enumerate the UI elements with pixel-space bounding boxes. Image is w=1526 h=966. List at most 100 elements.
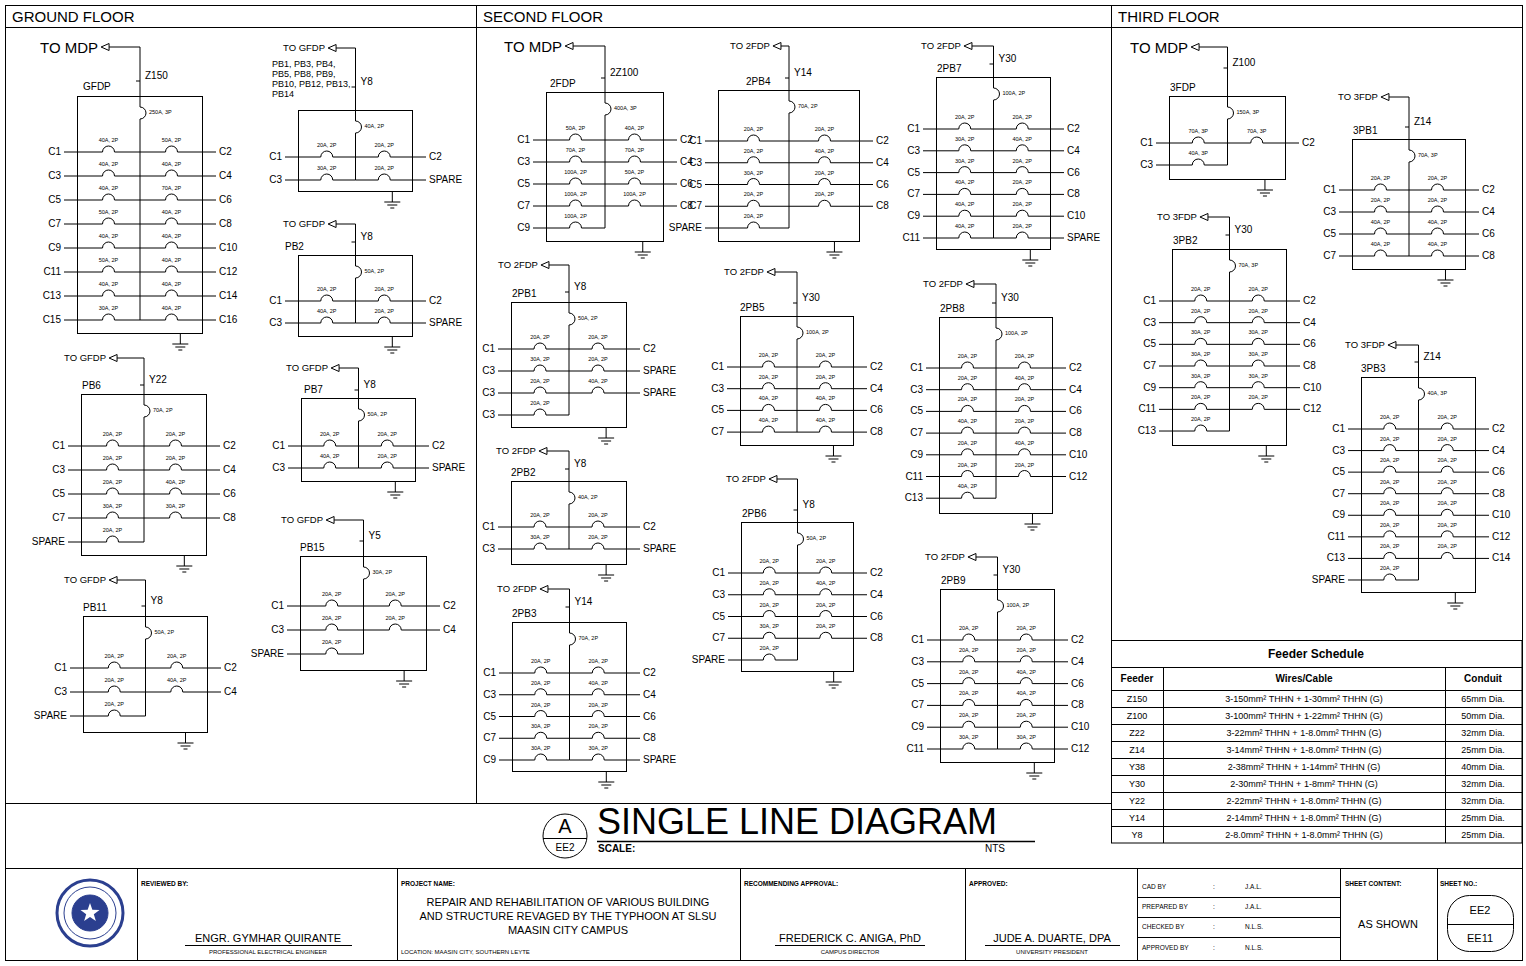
wire xyxy=(926,433,962,434)
circuit-label: C9 xyxy=(911,722,924,732)
signature-line xyxy=(185,945,352,946)
wire xyxy=(140,152,166,153)
breaker-symbol xyxy=(166,218,178,224)
panel-name: 3PB1 xyxy=(1353,126,1377,136)
circuit-label: SPARE xyxy=(643,388,676,398)
breaker-symbol xyxy=(819,179,831,185)
breaker-symbol xyxy=(820,383,832,389)
breaker-rating: 20A, 2P xyxy=(385,616,405,622)
wire xyxy=(115,152,141,153)
wire xyxy=(333,180,356,181)
breaker-rating: 40A, 2P xyxy=(1016,670,1036,676)
breaker-symbol xyxy=(1019,471,1031,477)
wire xyxy=(393,498,397,499)
breaker-symbol xyxy=(959,210,971,216)
sheet-text: SHEET NO.: xyxy=(1440,881,1477,888)
circuit-label: C3 xyxy=(1323,207,1336,217)
breaker-symbol xyxy=(763,567,775,573)
feed-source-label: TO 2FDP xyxy=(730,41,770,51)
wire xyxy=(604,371,640,372)
breaker-symbol xyxy=(962,384,974,390)
panel-wiring xyxy=(287,556,440,687)
breaker-symbol xyxy=(798,533,804,545)
wire xyxy=(831,141,874,142)
wire xyxy=(728,573,763,574)
wire xyxy=(760,228,790,229)
wire xyxy=(1264,462,1268,463)
breaker-rating: 40A, 2P xyxy=(588,681,608,687)
circuit-label: C6 xyxy=(1071,679,1084,689)
breaker-symbol xyxy=(103,266,115,272)
wire xyxy=(1204,143,1227,144)
wire xyxy=(364,630,390,631)
breaker-rating: 40A, 2P xyxy=(1015,376,1035,382)
circuit-label: C2 xyxy=(1302,138,1315,148)
sheet-text: UNIVERSITY PRESIDENT xyxy=(1016,949,1088,955)
breaker-symbol xyxy=(170,440,182,446)
wire xyxy=(336,468,359,469)
wire xyxy=(832,367,868,368)
feeder-tag: Y30 xyxy=(1235,225,1253,235)
wire xyxy=(288,468,324,469)
wire xyxy=(1229,272,1230,431)
wire xyxy=(120,692,145,693)
breaker-symbol xyxy=(321,151,333,157)
wire xyxy=(1419,558,1442,559)
title-block-rule xyxy=(740,868,741,960)
breaker-symbol xyxy=(998,600,1004,612)
breaker-symbol xyxy=(1192,137,1204,143)
wire xyxy=(569,527,592,528)
circuit-label: C1 xyxy=(907,124,920,134)
feeder-line xyxy=(974,284,996,317)
breaker-symbol xyxy=(962,492,974,498)
circuit-label: C11 xyxy=(906,744,924,754)
breaker-symbol xyxy=(140,107,146,119)
sheet-text: Z22 xyxy=(1129,729,1145,738)
breaker-rating: 40A, 2P xyxy=(166,480,186,486)
wire xyxy=(178,350,182,351)
breaker-symbol xyxy=(1019,449,1031,455)
circuit-label: C8 xyxy=(643,733,656,743)
breaker-rating: 40A, 2P xyxy=(162,282,182,288)
feeder-arrowhead xyxy=(773,43,781,50)
wire xyxy=(1453,558,1489,559)
breaker-rating: 40A, 3P xyxy=(1188,151,1208,157)
wire xyxy=(393,446,429,447)
circuit-label: C1 xyxy=(712,568,725,578)
breaker-symbol xyxy=(535,667,547,673)
wire xyxy=(115,224,141,225)
breaker-symbol xyxy=(570,200,582,206)
breaker-symbol xyxy=(1195,425,1207,431)
circuit-label: SPARE xyxy=(1067,233,1100,243)
feeder-line xyxy=(972,46,994,77)
sheet-text: Feeder Schedule xyxy=(1268,648,1364,660)
circuit-label: C8 xyxy=(876,201,889,211)
breaker-rating: 20A, 2P xyxy=(588,703,608,709)
wire xyxy=(604,581,608,582)
feeder-tag-tick xyxy=(794,510,798,511)
circuit-label: C12 xyxy=(1303,404,1321,414)
wire xyxy=(1396,450,1419,451)
wire xyxy=(994,150,1017,151)
panel-board: TO MDPZ150GFDP250A, 3PC140A, 2PC340A, 2P… xyxy=(77,96,203,334)
breaker-rating: 40A, 2P xyxy=(958,484,978,490)
wire xyxy=(404,671,405,681)
breaker-rating: 20A, 2P xyxy=(958,441,978,447)
breaker-symbol xyxy=(534,343,546,349)
wire xyxy=(569,325,570,415)
wire xyxy=(1418,377,1419,388)
wire xyxy=(996,340,997,498)
main-breaker-rating: 50A, 2P xyxy=(578,316,598,322)
wire xyxy=(831,462,835,463)
wire xyxy=(547,760,570,761)
wire xyxy=(1031,368,1067,369)
breaker-rating: 20A, 2P xyxy=(1248,287,1268,293)
breaker-symbol xyxy=(959,188,971,194)
table-rule xyxy=(1445,667,1446,843)
circuit-label: C7 xyxy=(911,700,924,710)
feeder-tag-tick xyxy=(1415,362,1419,363)
breaker-symbol xyxy=(1384,552,1396,558)
wire xyxy=(1453,515,1489,516)
wire xyxy=(68,518,107,519)
wire xyxy=(333,301,356,302)
